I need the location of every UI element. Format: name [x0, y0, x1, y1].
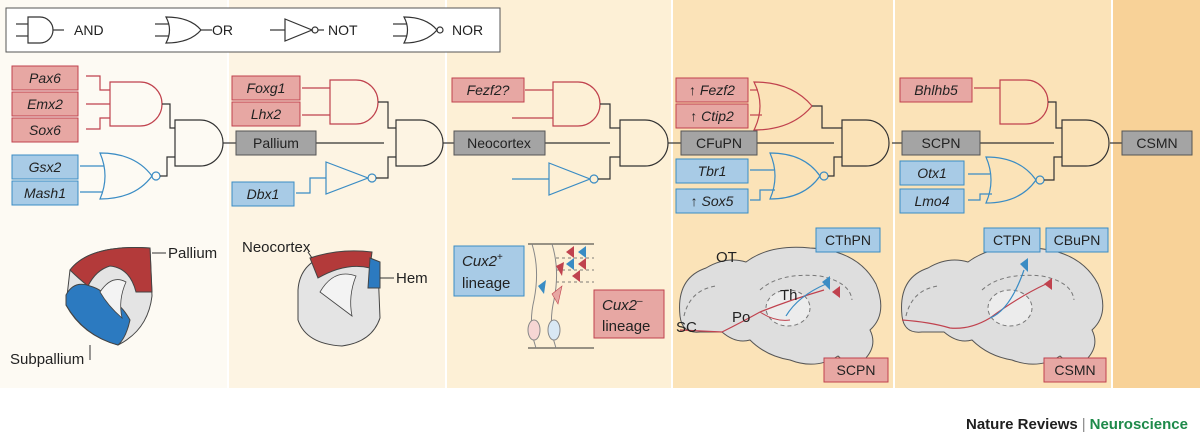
legend-nor-label: NOR — [452, 22, 483, 38]
gene-label-tbr1: Tbr1 — [698, 163, 727, 179]
lineage-illustration: Cux2+ lineage Cux2– lineage — [453, 243, 665, 349]
ot-anatomy-label: OT — [716, 249, 737, 266]
panel5-gates — [968, 79, 1110, 204]
csmn-tag-label: CSMN — [1054, 362, 1095, 378]
journal-section: Neuroscience — [1089, 416, 1188, 433]
gene-label-emx2: Emx2 — [27, 96, 63, 112]
gene-label-otx1: Otx1 — [917, 165, 947, 181]
cux2-positive-label: Cux2+ — [462, 252, 503, 270]
th-anatomy-label: Th — [780, 287, 798, 304]
stage-boxes: Pallium Neocortex CFuPN SCPN CSMN — [235, 130, 1193, 156]
gene-label-pax6: Pax6 — [29, 70, 61, 86]
stage-label-cfupn: CFuPN — [696, 135, 742, 151]
panel-6 — [1112, 0, 1200, 388]
hem-anatomy-label: Hem — [396, 270, 428, 287]
gene-label-fezf2q: Fezf2? — [467, 82, 510, 98]
scpn-tag-label: SCPN — [837, 362, 876, 378]
brain-sagittal-cfupn: CThPN OT Th Po SC SCPN — [676, 227, 889, 383]
cux2-positive-lineage: lineage — [462, 275, 510, 292]
brain-sagittal-scpn: CTPN CBuPN CSMN — [901, 227, 1109, 383]
gene-box-foxg1 — [231, 75, 301, 101]
legend-not-gate-icon — [270, 18, 324, 42]
stage-label-scpn: SCPN — [922, 135, 961, 151]
stage-label-pallium: Pallium — [253, 135, 299, 151]
neocortex-anatomy-label: Neocortex — [242, 239, 311, 256]
gene-label-gsx2: Gsx2 — [29, 159, 62, 175]
gene-boxes: Pax6 Emx2 Sox6 Gsx2 Mash1 Foxg1 Lhx2 Dbx… — [11, 65, 973, 214]
gene-box-tbr1 — [675, 158, 749, 184]
gene-box-lhx2 — [231, 101, 301, 127]
legend-or-label: OR — [212, 22, 233, 38]
sc-anatomy-label: SC — [676, 319, 697, 336]
gene-label-lhx2: Lhx2 — [251, 106, 282, 122]
gene-box-lmo4 — [899, 188, 965, 214]
gene-box-sox6 — [11, 117, 79, 143]
gene-box-pax6 — [11, 65, 79, 91]
gene-label-dbx1: Dbx1 — [247, 186, 280, 202]
legend-and-gate-icon — [16, 16, 64, 44]
cthpn-tag — [815, 227, 881, 253]
gene-box-emx2 — [11, 91, 79, 117]
panel3-gates — [512, 81, 669, 196]
legend: AND OR NOT NOR — [5, 7, 501, 53]
gene-box-bhlhb5 — [899, 77, 973, 103]
gene-label-ctip2up: ↑ Ctip2 — [690, 108, 734, 124]
stage-label-neocortex: Neocortex — [467, 135, 531, 151]
stage-box-cfupn — [680, 130, 758, 156]
gene-label-lmo4: Lmo4 — [914, 193, 949, 209]
gene-box-otx1 — [899, 160, 965, 186]
journal-credit: Nature Reviews|Neuroscience — [966, 416, 1188, 433]
journal-name: Nature Reviews — [965, 416, 1078, 433]
panel1-gates — [80, 75, 224, 200]
scpn-tag — [823, 357, 889, 383]
subpallium-anatomy-label: Subpallium — [10, 351, 84, 368]
ctpn-tag-label: CTPN — [993, 232, 1031, 248]
gene-label-sox6: Sox6 — [29, 122, 61, 138]
gene-box-sox5up — [675, 188, 749, 214]
gene-box-dbx1 — [231, 181, 295, 207]
stage-box-scpn — [901, 130, 981, 156]
ctpn-tag — [983, 227, 1041, 253]
neocortex-illustration: Neocortex Hem — [242, 239, 428, 347]
gene-label-bhlhb5: Bhlhb5 — [914, 82, 958, 98]
gene-box-ctip2up — [675, 103, 749, 129]
pallium-anatomy-label: Pallium — [168, 245, 217, 262]
stage-box-csmn — [1121, 130, 1193, 156]
legend-nor-gate-icon — [393, 16, 444, 44]
stage-box-neocortex — [453, 130, 546, 156]
cbupn-tag — [1045, 227, 1109, 253]
cux2-negative-label: Cux2– — [602, 296, 643, 314]
cux2-negative-lineage: lineage — [602, 318, 650, 335]
cthpn-tag-label: CThPN — [825, 232, 871, 248]
gene-label-fezf2up: ↑ Fezf2 — [689, 82, 735, 98]
gene-box-gsx2 — [11, 154, 79, 180]
gene-label-mash1: Mash1 — [24, 185, 66, 201]
legend-not-label: NOT — [328, 22, 358, 38]
gene-box-fezf2up — [675, 77, 749, 103]
stage-label-csmn: CSMN — [1136, 135, 1177, 151]
gene-box-mash1 — [11, 180, 79, 206]
gene-box-fezf2q — [451, 77, 525, 103]
telencephalon-illustration: Pallium Subpallium — [10, 245, 217, 368]
legend-and-label: AND — [74, 22, 104, 38]
cux2-negative-box — [593, 289, 665, 339]
cbupn-tag-label: CBuPN — [1054, 232, 1101, 248]
credit-separator: | — [1081, 416, 1086, 433]
legend-or-gate-icon — [155, 16, 212, 44]
stage-box-pallium — [235, 130, 317, 156]
gene-label-foxg1: Foxg1 — [247, 80, 286, 96]
gene-label-sox5up: ↑ Sox5 — [691, 193, 734, 209]
po-anatomy-label: Po — [732, 309, 750, 326]
cux2-positive-box — [453, 245, 525, 297]
panel4-gates — [750, 81, 890, 201]
csmn-tag — [1043, 357, 1107, 383]
panel2-gates — [296, 79, 444, 195]
